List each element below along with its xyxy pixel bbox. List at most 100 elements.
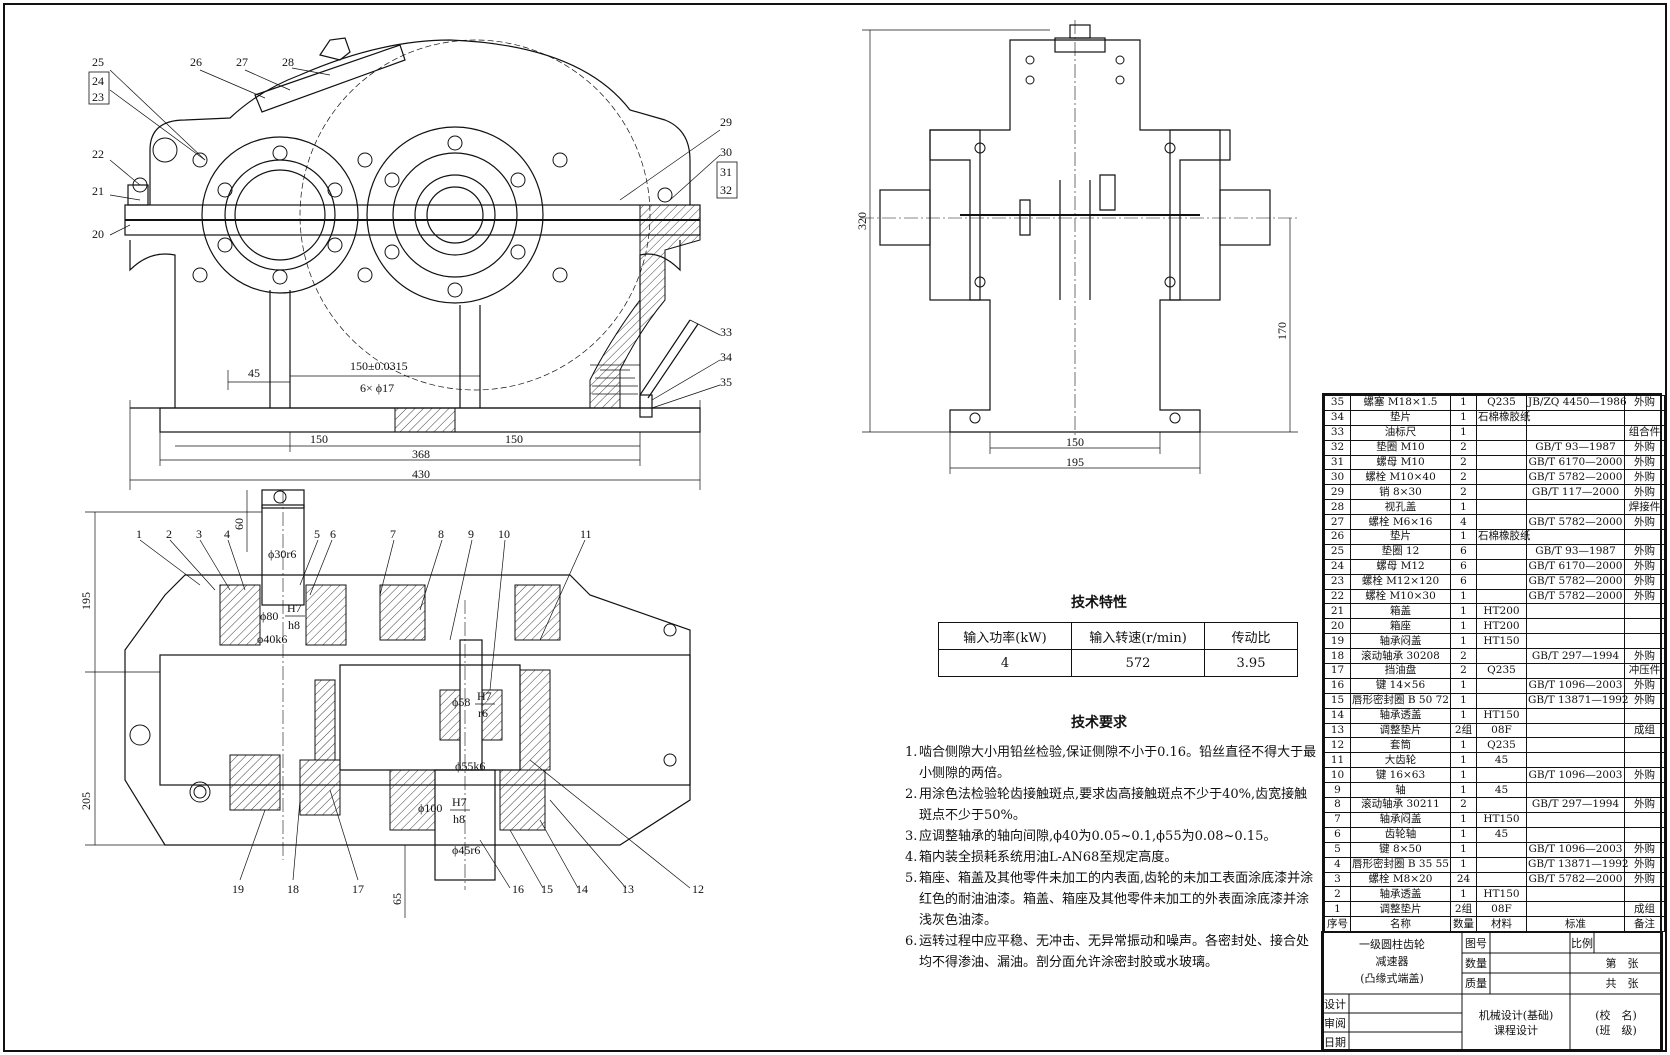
requirement-text: 用涂色法检验轮齿接触斑点,要求齿高接触斑点不少于40%,齿宽接触斑点不少于50%… (919, 787, 1308, 823)
part-remark: 外购 (1624, 692, 1665, 709)
part-name: 箱座 (1350, 618, 1451, 635)
part-standard: GB/T 1096—2003 (1526, 841, 1625, 858)
requirement-item: 5.箱座、箱盖及其他零件未加工的内表面,齿轮的未加工表面涂底漆并涂红色的耐油油漆… (905, 868, 1320, 931)
mass-label: 质量 (1465, 977, 1487, 990)
part-remark: 外购 (1624, 543, 1665, 560)
callout-6: 6 (330, 527, 336, 541)
part-qty: 1 (1450, 692, 1477, 709)
part-material (1476, 499, 1527, 516)
front-view: 45 150±0.0315 6× ϕ17 150 150 368 430 (124, 37, 701, 490)
callout-22: 22 (92, 147, 104, 161)
part-standard: GB/T 117—2000 (1526, 484, 1625, 501)
part-material: 08F (1476, 722, 1527, 739)
part-material (1476, 573, 1527, 590)
part-name: 轴承闷盖 (1350, 633, 1451, 650)
part-remark (1624, 707, 1665, 724)
dim-side-150: 150 (1066, 435, 1084, 449)
part-qty: 2 (1450, 797, 1477, 813)
part-no: 2 (1324, 886, 1351, 903)
part-qty: 2 (1450, 484, 1477, 501)
part-remark: 外购 (1624, 469, 1665, 486)
callout-16: 16 (512, 882, 524, 896)
callout-18: 18 (287, 882, 299, 896)
top-view: 195 205 60 65 ϕ30r6 ϕ80 H7 h8 ϕ40k6 ϕ58 … (79, 489, 691, 918)
requirement-item: 4.箱内装全损耗系统用油L-AN68至规定高度。 (905, 847, 1320, 868)
part-material (1476, 543, 1527, 560)
requirement-text: 啮合侧隙大小用铅丝检验,保证侧隙不小于0.16。铅丝直径不得大于最小侧隙的两倍。 (919, 745, 1317, 781)
callout-12: 12 (692, 882, 704, 896)
part-material: Q235 (1476, 737, 1527, 754)
part-no: 34 (1324, 409, 1351, 426)
requirement-num: 3. (905, 829, 918, 844)
dim-65: 65 (390, 893, 404, 905)
part-qty: 1 (1450, 826, 1477, 843)
part-material (1476, 692, 1527, 709)
course-1: 机械设计(基础) (1479, 1008, 1554, 1022)
dim-shaft-in: ϕ30r6 (268, 547, 296, 561)
part-no: 18 (1324, 648, 1351, 665)
part-material (1476, 469, 1527, 486)
part-no: 16 (1324, 677, 1351, 694)
part-qty: 1 (1450, 633, 1477, 650)
part-remark: 焊接件 (1624, 499, 1665, 516)
requirement-text: 箱内装全损耗系统用油L-AN68至规定高度。 (919, 850, 1178, 865)
part-name: 套筒 (1350, 737, 1451, 754)
part-standard (1526, 782, 1625, 799)
front-callout-labels: 25 24 23 26 27 28 22 21 20 29 30 31 32 3… (88, 55, 738, 389)
dim-holes: 6× ϕ17 (360, 381, 394, 395)
qty-label: 数量 (1465, 957, 1487, 970)
part-remark: 外购 (1624, 767, 1665, 784)
requirement-item: 2.用涂色法检验轮齿接触斑点,要求齿高接触斑点不少于40%,齿宽接触斑点不少于5… (905, 784, 1320, 826)
part-standard (1526, 707, 1625, 724)
requirement-num: 2. (905, 787, 918, 802)
part-qty: 1 (1450, 499, 1477, 516)
part-standard: GB/T 6170—2000 (1526, 558, 1625, 575)
part-no: 20 (1324, 618, 1351, 635)
part-qty: 1 (1450, 811, 1477, 828)
callout-20: 20 (92, 227, 104, 241)
part-remark (1624, 886, 1665, 903)
part-material: HT150 (1476, 811, 1527, 828)
spec-value-speed: 572 (1071, 649, 1205, 677)
part-qty: 2 (1450, 648, 1477, 665)
part-name: 销 8×30 (1350, 484, 1451, 501)
part-remark: 外购 (1624, 395, 1665, 411)
callout-21: 21 (92, 184, 104, 198)
part-standard (1526, 811, 1625, 828)
part-no: 11 (1324, 752, 1351, 769)
dim-bear-out: ϕ55k6 (455, 759, 485, 773)
parts-header-row: 序号 名称 数量 材料 标准 备注 (1324, 916, 1665, 933)
part-remark (1624, 618, 1665, 635)
part-no: 8 (1324, 797, 1351, 813)
part-name: 键 16×63 (1350, 767, 1451, 784)
total-label: 共 张 (1606, 977, 1639, 990)
part-standard (1526, 886, 1625, 903)
part-material: 45 (1476, 782, 1527, 799)
part-standard (1526, 424, 1625, 441)
part-remark (1624, 782, 1665, 799)
callout-8: 8 (438, 527, 444, 541)
part-material (1476, 484, 1527, 501)
requirement-num: 6. (905, 934, 918, 949)
part-remark (1624, 752, 1665, 769)
callout-13: 13 (622, 882, 634, 896)
part-qty: 1 (1450, 767, 1477, 784)
part-qty: 6 (1450, 543, 1477, 560)
part-remark: 外购 (1624, 514, 1665, 531)
part-material (1476, 767, 1527, 784)
callout-28: 28 (282, 55, 294, 69)
part-remark (1624, 811, 1665, 828)
product-name-3: (凸缘式端盖) (1360, 971, 1424, 985)
part-remark: 成组 (1624, 722, 1665, 739)
part-name: 螺栓 M12×120 (1350, 573, 1451, 590)
spec-value-power: 4 (938, 649, 1072, 677)
